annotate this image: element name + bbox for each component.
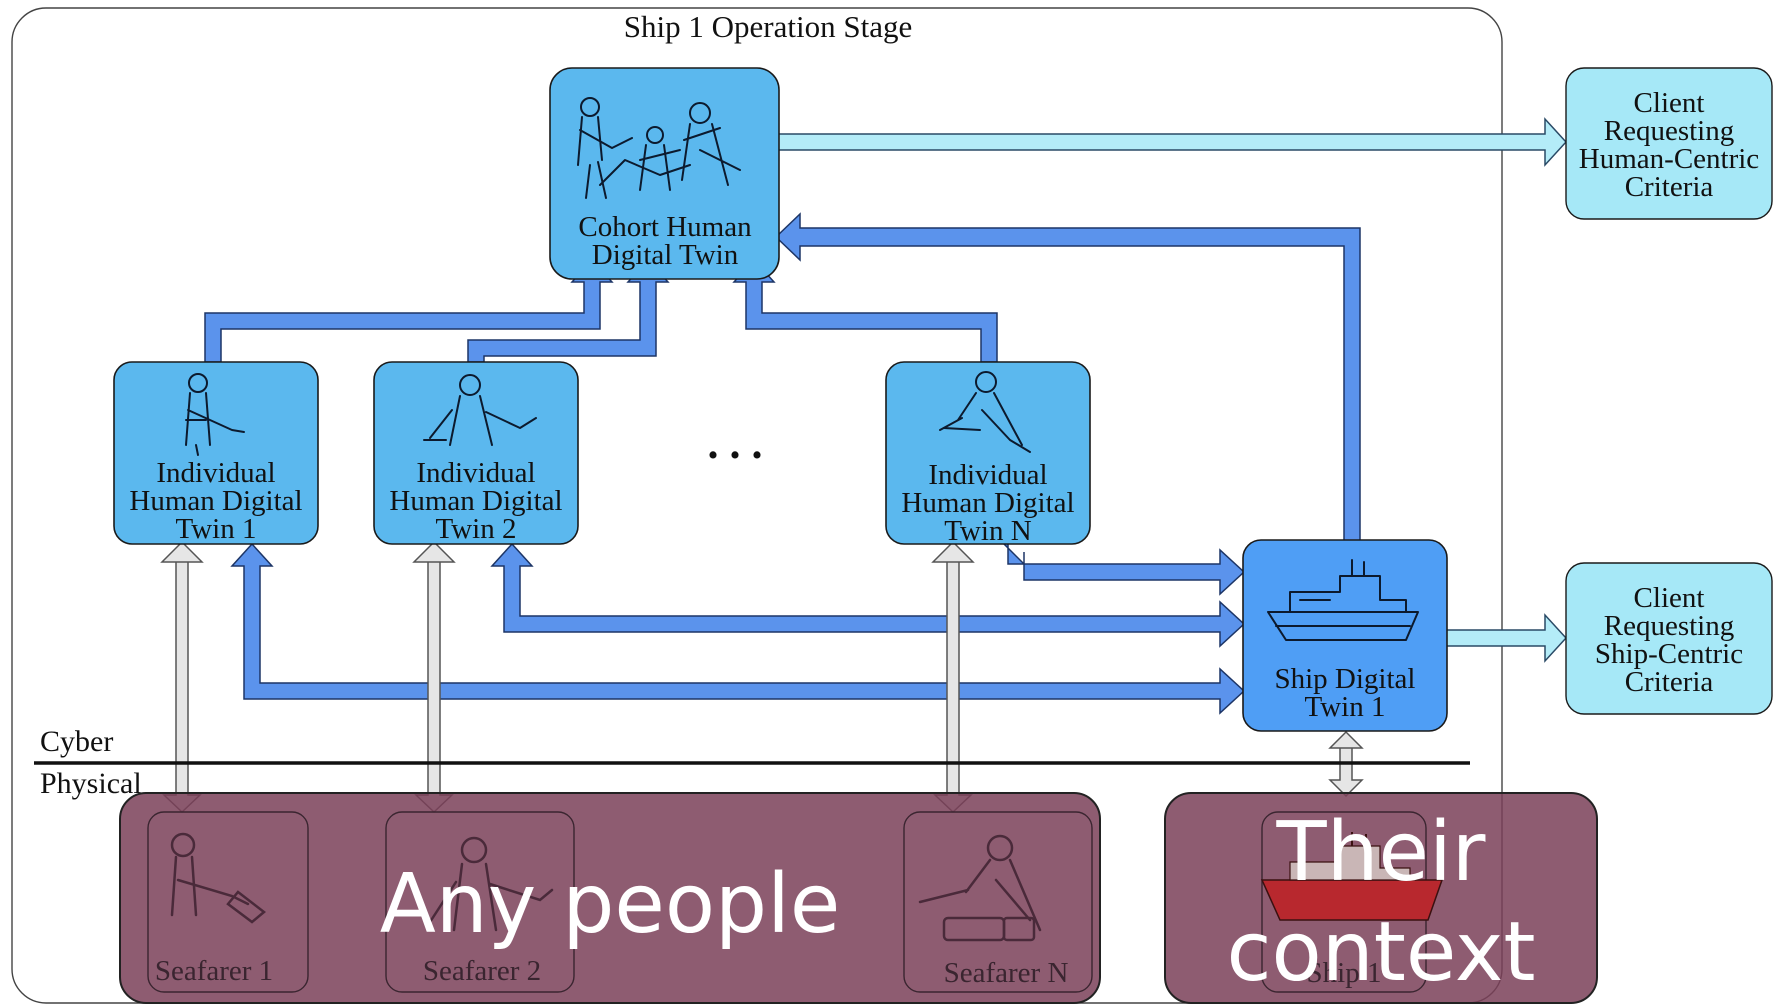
client1-line2: Requesting (1604, 115, 1735, 147)
seafarer-n-card: Seafarer N (903, 811, 1093, 993)
client2-line4: Criteria (1625, 666, 1714, 698)
twin1-label-line2: Human Digital (129, 485, 302, 517)
seafarer-2-figure-icon (428, 836, 554, 932)
overlay-context-line1: Their (1275, 805, 1485, 900)
people-overlay (119, 792, 1101, 1004)
seafarer-n-figure-icon (918, 834, 1042, 942)
twin1-label-line3: Twin 1 (176, 513, 257, 545)
seafarer-2-card: Seafarer 2 (385, 811, 575, 993)
arrow-cohort-to-human-client (775, 117, 1568, 167)
twin2-label-line2: Human Digital (389, 485, 562, 517)
ship-1-card: Ship 1 (1260, 811, 1444, 993)
client2-line2: Requesting (1604, 610, 1735, 642)
engineer-icon (423, 374, 537, 446)
cyber-label: Cyber (40, 725, 113, 758)
officer-icon (185, 373, 245, 456)
client-human-centric: Client Requesting Human-Centric Criteria (1565, 67, 1773, 220)
seafarer-2-label: Seafarer 2 (423, 955, 541, 987)
deckhand-icon (939, 371, 1031, 453)
physical-label: Physical (40, 767, 142, 800)
client1-line3: Human-Centric (1579, 143, 1759, 175)
client2-line3: Ship-Centric (1595, 638, 1743, 670)
arrow-ship-to-cohort (774, 212, 1361, 543)
seafarer-1-card: Seafarer 1 (147, 811, 309, 993)
arrow-seafarerN-link (931, 540, 975, 814)
arrow-twin2-ship-link (490, 541, 1246, 648)
context-group: Ship 1 Their context (1164, 792, 1598, 1004)
client1-line4: Criteria (1625, 171, 1714, 203)
ship-icon (1267, 559, 1419, 641)
overlay-context-line2: context (1226, 905, 1535, 1000)
twinN-label-line3: Twin N (944, 515, 1031, 547)
stage-title: Ship 1 Operation Stage (624, 9, 912, 44)
twin2-label-line3: Twin 2 (436, 513, 517, 545)
twin2-label-line1: Individual (416, 457, 535, 489)
arrow-seafarer1-link (160, 540, 204, 814)
ship-twin-label-line2: Twin 1 (1305, 691, 1386, 723)
ellipsis: . . . (708, 419, 763, 468)
ship-twin-label-line1: Ship Digital (1275, 663, 1416, 695)
individual-twin-1: Individual Human Digital Twin 1 (113, 361, 319, 545)
twin1-label-line1: Individual (156, 457, 275, 489)
twinN-label-line2: Human Digital (901, 487, 1074, 519)
ship-1-label: Ship 1 (1307, 957, 1382, 989)
arrow-ship-to-ship-client (1444, 613, 1568, 663)
client2-line1: Client (1634, 582, 1705, 614)
cohort-label-line2: Digital Twin (592, 239, 739, 271)
arrow-twinN-to-cohort (732, 258, 998, 363)
physical-ship-icon (1260, 832, 1444, 921)
individual-twin-n: Individual Human Digital Twin N (885, 361, 1091, 547)
seafarer-n-label: Seafarer N (944, 957, 1069, 989)
client-ship-centric: Client Requesting Ship-Centric Criteria (1565, 562, 1773, 715)
individual-twin-2: Individual Human Digital Twin 2 (373, 361, 579, 545)
arrow-seafarer2-link (412, 540, 456, 814)
client1-line1: Client (1634, 87, 1705, 119)
grey-links (160, 540, 1364, 814)
twinN-label-line1: Individual (928, 459, 1047, 491)
crew-group-icon (577, 97, 741, 199)
cohort-label-line1: Cohort Human (578, 211, 752, 243)
ship-digital-twin: Ship Digital Twin 1 (1242, 539, 1448, 732)
cohort-human-digital-twin: Cohort Human Digital Twin (549, 67, 780, 280)
seafarer-1-figure-icon (170, 832, 266, 924)
people-group: Seafarer 1 Seafarer 2 Seafarer N Any peo… (119, 792, 1101, 1004)
seafarer-1-label: Seafarer 1 (155, 955, 273, 987)
overlay-people-text: Any people (380, 857, 841, 952)
